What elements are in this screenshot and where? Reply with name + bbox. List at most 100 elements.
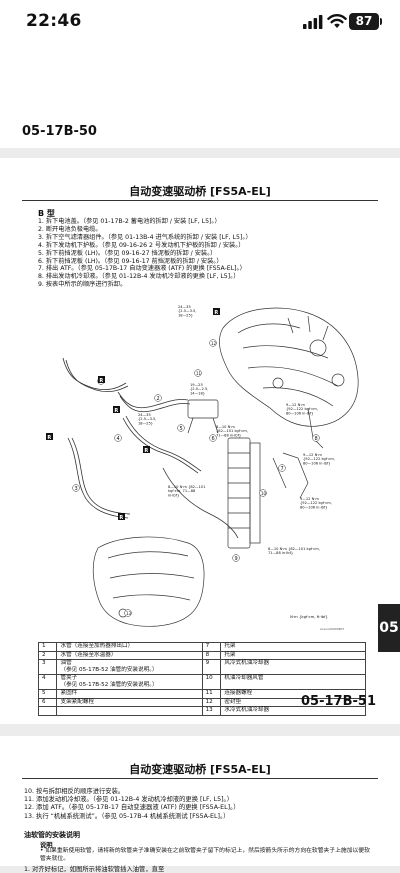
part-name-cell: 紧固件 xyxy=(56,689,203,699)
replace-marker: R xyxy=(98,376,105,384)
callout-5: 5 xyxy=(177,424,185,432)
torque-label: 24—35{2.5—3.5,18—25} xyxy=(138,413,156,425)
part-number-cell: 2 xyxy=(37,650,58,661)
step-item: 8. 排出发动机冷却液。（参见 01-12B-4 发动机冷却液的更换 [LF, … xyxy=(38,273,240,281)
svg-text:R: R xyxy=(114,408,118,414)
torque-label: 8—10 N·m{82—101 kgf·cm,71—88 in·lbf} xyxy=(216,425,248,437)
status-bar: 22:46 87 xyxy=(0,0,400,44)
page-header: 自动变速驱动桥 [FS5A-EL] xyxy=(129,763,271,776)
procedure-steps: 10. 按与拆卸相反的顺序进行安装。 11. 添加发动机冷却液。（参见 01-1… xyxy=(24,788,240,821)
svg-text:R: R xyxy=(99,378,103,384)
procedure-title: B 型 xyxy=(38,209,55,218)
callout-9: 9 xyxy=(232,554,240,562)
part-number-cell xyxy=(37,706,58,716)
step-item: 9. 按表中所示的顺序进行拆卸。 xyxy=(38,281,127,289)
step-item: 13. 执行 “机械系统测试”。（参见 05-17B-4 机械系统测试 [FS5… xyxy=(24,812,230,820)
part-number-cell: 10 xyxy=(201,674,222,691)
replace-markers: R R R R R R xyxy=(46,308,220,521)
step-item: 11. 添加发动机冷却液。（参见 01-12B-4 发动机冷却液的更换 [LF,… xyxy=(24,796,234,804)
part-number-cell: 3 xyxy=(37,659,58,676)
page-header: 自动变速驱动桥 [FS5A-EL] xyxy=(129,185,271,198)
callout-6: 6 xyxy=(209,434,217,442)
torque-label: 9—12 N·m{92—122 kgf·cm,80—106 in·lbf} xyxy=(303,453,335,465)
torque-label: 9—12 N·m{92—122 kgf·cm,80—106 in·lbf} xyxy=(300,497,332,509)
part-number-cell: 1 xyxy=(37,642,58,652)
part-name-cell: 油管（参见 05-17B-52 油管的安装说明。） xyxy=(56,659,203,676)
step-item: 6. 拆下前挡泥板 (LH)。（参见 09-16-17 前挡泥板的拆卸 / 安装… xyxy=(38,257,223,265)
callout-3: 3 xyxy=(72,484,80,492)
callout-12: 12 xyxy=(209,339,217,347)
part-number-cell: 4 xyxy=(37,674,58,691)
part-name-cell: 机油冷却器风管 xyxy=(220,674,366,691)
part-name-cell: 水管（连接至水温器） xyxy=(56,650,203,661)
part-number-cell: 12 xyxy=(201,697,222,708)
document-page-52: 自动变速驱动桥 [FS5A-EL] 10. 按与拆卸相反的顺序进行安装。 11.… xyxy=(0,736,400,873)
part-name-cell: 托架 xyxy=(220,642,366,652)
replace-marker: R xyxy=(213,308,220,316)
step-item: 5. 拆下前挡泥板 (LH)。（参见 09-16-27 挡泥板的拆卸 / 安装。… xyxy=(38,249,217,257)
callout-4: 4 xyxy=(114,434,122,442)
part-name-cell: 水管（连接至加热器排出口） xyxy=(56,642,203,652)
replace-marker: R xyxy=(46,433,53,441)
part-name-cell: 托架 xyxy=(220,650,366,661)
cellular-signal-icon xyxy=(303,15,323,29)
procedure-steps: 1. 拆下电池盖。（参见 01-17B-2 蓄电池的拆卸 / 安装 [LF, L… xyxy=(38,218,368,289)
chapter-tab[interactable]: 05 xyxy=(378,604,400,652)
step-item: 2. 断开电池负极电缆。 xyxy=(38,225,102,233)
torque-label: 8—10 N·m {82—101 kgf·cm,71—88 in·lbf} xyxy=(268,547,320,555)
callout-label: 13 xyxy=(126,611,132,616)
part-name-cell: 风冷式机油冷却器 xyxy=(220,659,366,676)
part-number-cell: 13 xyxy=(201,706,222,716)
part-number-cell: 7 xyxy=(201,642,222,652)
part-name-cell: 水冷式机油冷却器 xyxy=(220,706,366,716)
svg-text:R: R xyxy=(119,515,123,521)
callout-label: 10 xyxy=(261,491,267,496)
clock: 22:46 xyxy=(26,11,82,31)
step-item: 1. 拆下电池盖。（参见 01-17B-2 蓄电池的拆卸 / 安装 [LF, L… xyxy=(38,218,221,225)
callout-label: 6 xyxy=(212,436,215,442)
step-item: 3. 拆下空气滤清器组件。（参见 01-13B-4 进气系统的拆卸 / 安装 [… xyxy=(38,233,252,241)
callout-label: 12 xyxy=(211,341,217,346)
document-page-50: 05-17B-50 xyxy=(0,44,400,148)
callout-label: 4 xyxy=(117,436,120,442)
callout-label: 7 xyxy=(281,466,284,472)
torque-label: 24—35{2.5—3.5,18—25} xyxy=(178,305,196,317)
svg-text:R: R xyxy=(144,448,148,454)
replace-marker: R xyxy=(143,446,150,454)
part-number-cell: 6 xyxy=(37,697,58,708)
torque-label: 19—25{2.0—2.5,14—18} xyxy=(190,383,208,395)
svg-text:R: R xyxy=(47,435,51,441)
svg-text:R: R xyxy=(214,310,218,316)
part-number-cell: 5 xyxy=(37,689,58,699)
callout-label: 2 xyxy=(157,396,160,402)
replace-marker: R xyxy=(118,513,125,521)
replace-marker: R xyxy=(113,406,120,414)
air-cooled-oil-cooler-illustration xyxy=(227,437,261,549)
callout-8: 8 xyxy=(312,434,320,442)
callout-11: 11 xyxy=(194,369,202,377)
torque-label: 9—12 N·m{92—122 kgf·cm,80—106 in·lbf} xyxy=(286,403,318,415)
bracket-illustration xyxy=(187,399,324,499)
part-number-cell: 11 xyxy=(201,689,222,699)
document-page-51: 自动变速驱动桥 [FS5A-EL] B 型 1. 拆下电池盖。（参见 01-17… xyxy=(0,158,400,724)
figure-code: acxuu00000807 xyxy=(320,627,344,631)
header-divider xyxy=(22,200,378,201)
step-item: 10. 按与拆卸相反的顺序进行安装。 xyxy=(24,788,125,795)
unit-note: N·m {kgf·cm, ft·lbf} xyxy=(290,614,328,619)
callout-label: 11 xyxy=(196,371,202,376)
exploded-parts-diagram: 1 2 3 4 5 6 7 8 9 10 11 12 13 R R R R R … xyxy=(46,305,359,631)
water-hose-illustration xyxy=(62,357,191,413)
page-number: 05-17B-50 xyxy=(22,124,97,139)
step-item: 1. 对齐好标记，如图所示将油软管插入油管，直至 xyxy=(24,866,165,873)
note-text: • 如果重新使用软管，请将新的软管夹子准确安装在之前软管夹子留下的标记上，然后按… xyxy=(40,848,370,862)
battery-indicator: 87 xyxy=(349,13,379,30)
callout-7: 7 xyxy=(278,464,286,472)
part-name-cell: 支架紧配螺栓 xyxy=(56,697,203,708)
callout-10: 10 xyxy=(259,489,267,497)
